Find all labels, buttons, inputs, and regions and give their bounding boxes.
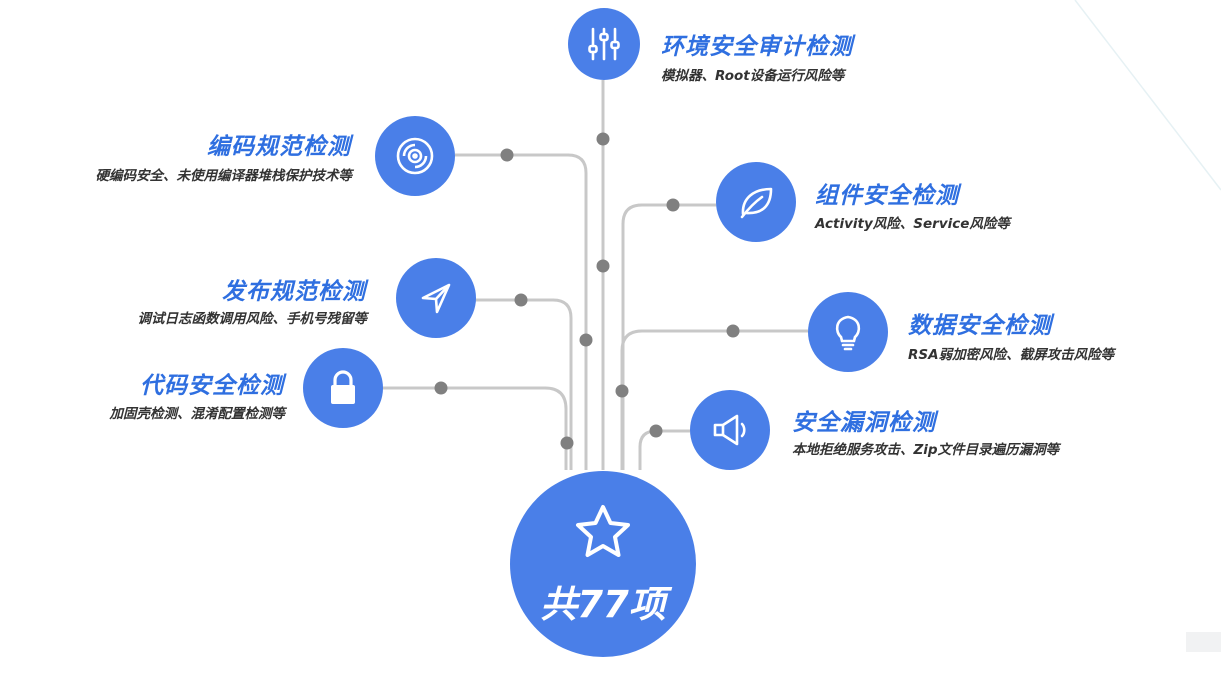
connector-code	[455, 153, 588, 470]
dot-code-vertical	[579, 333, 593, 347]
star-icon	[576, 505, 630, 557]
dot-pub	[514, 293, 528, 307]
dot-vuln	[649, 424, 663, 438]
node-code-desc: 硬编码安全、未使用编译器堆栈保护技术等	[95, 168, 353, 184]
dot-data	[726, 324, 740, 338]
hub-circle: 共77项	[510, 471, 696, 657]
node-code-circle	[375, 116, 455, 196]
dot-code	[500, 148, 514, 162]
node-env-desc: 模拟器、Root设备运行风险等	[661, 68, 845, 84]
node-data-circle	[808, 292, 888, 372]
dot-comp	[666, 198, 680, 212]
connector-data	[620, 329, 808, 470]
hub-label: 共77项	[540, 583, 666, 626]
connector-src	[382, 386, 568, 470]
node-data-desc: RSA弱加密风险、截屏攻击风险等	[908, 347, 1115, 363]
node-env-title: 环境安全审计检测	[661, 34, 853, 60]
dot-env-2	[596, 259, 610, 273]
dot-src	[434, 381, 448, 395]
connector-comp	[621, 203, 716, 470]
node-src-circle	[303, 348, 383, 428]
node-vuln-title: 安全漏洞检测	[792, 410, 936, 436]
node-code-title: 编码规范检测	[207, 134, 351, 160]
send-icon	[421, 283, 451, 314]
dot-env-1	[596, 132, 610, 146]
node-env-circle	[568, 8, 640, 80]
node-pub-desc: 调试日志函数调用风险、手机号残留等	[137, 311, 368, 327]
node-vuln-circle	[690, 390, 770, 470]
node-pub-circle	[396, 258, 476, 338]
node-data-title: 数据安全检测	[908, 313, 1052, 339]
node-comp-circle	[716, 162, 796, 242]
disc-icon	[396, 137, 434, 175]
node-comp-title: 组件安全检测	[815, 183, 959, 209]
dot-data-vertical	[615, 384, 629, 398]
sliders-icon	[588, 27, 620, 61]
node-vuln-desc: 本地拒绝服务攻击、Zip文件目录遍历漏洞等	[792, 442, 1060, 458]
connector-pub	[475, 298, 573, 470]
node-comp-desc: Activity风险、Service风险等	[815, 216, 1010, 232]
connector-vuln	[638, 429, 690, 470]
megaphone-icon	[713, 414, 746, 446]
lightbulb-icon	[835, 315, 861, 351]
node-src-desc: 加固壳检测、混淆配置检测等	[109, 406, 286, 422]
lock-icon	[331, 370, 355, 404]
leaf-icon	[740, 187, 773, 219]
dot-src-vertical	[560, 436, 574, 450]
node-src-title: 代码安全检测	[140, 373, 284, 399]
node-pub-title: 发布规范检测	[222, 279, 366, 305]
